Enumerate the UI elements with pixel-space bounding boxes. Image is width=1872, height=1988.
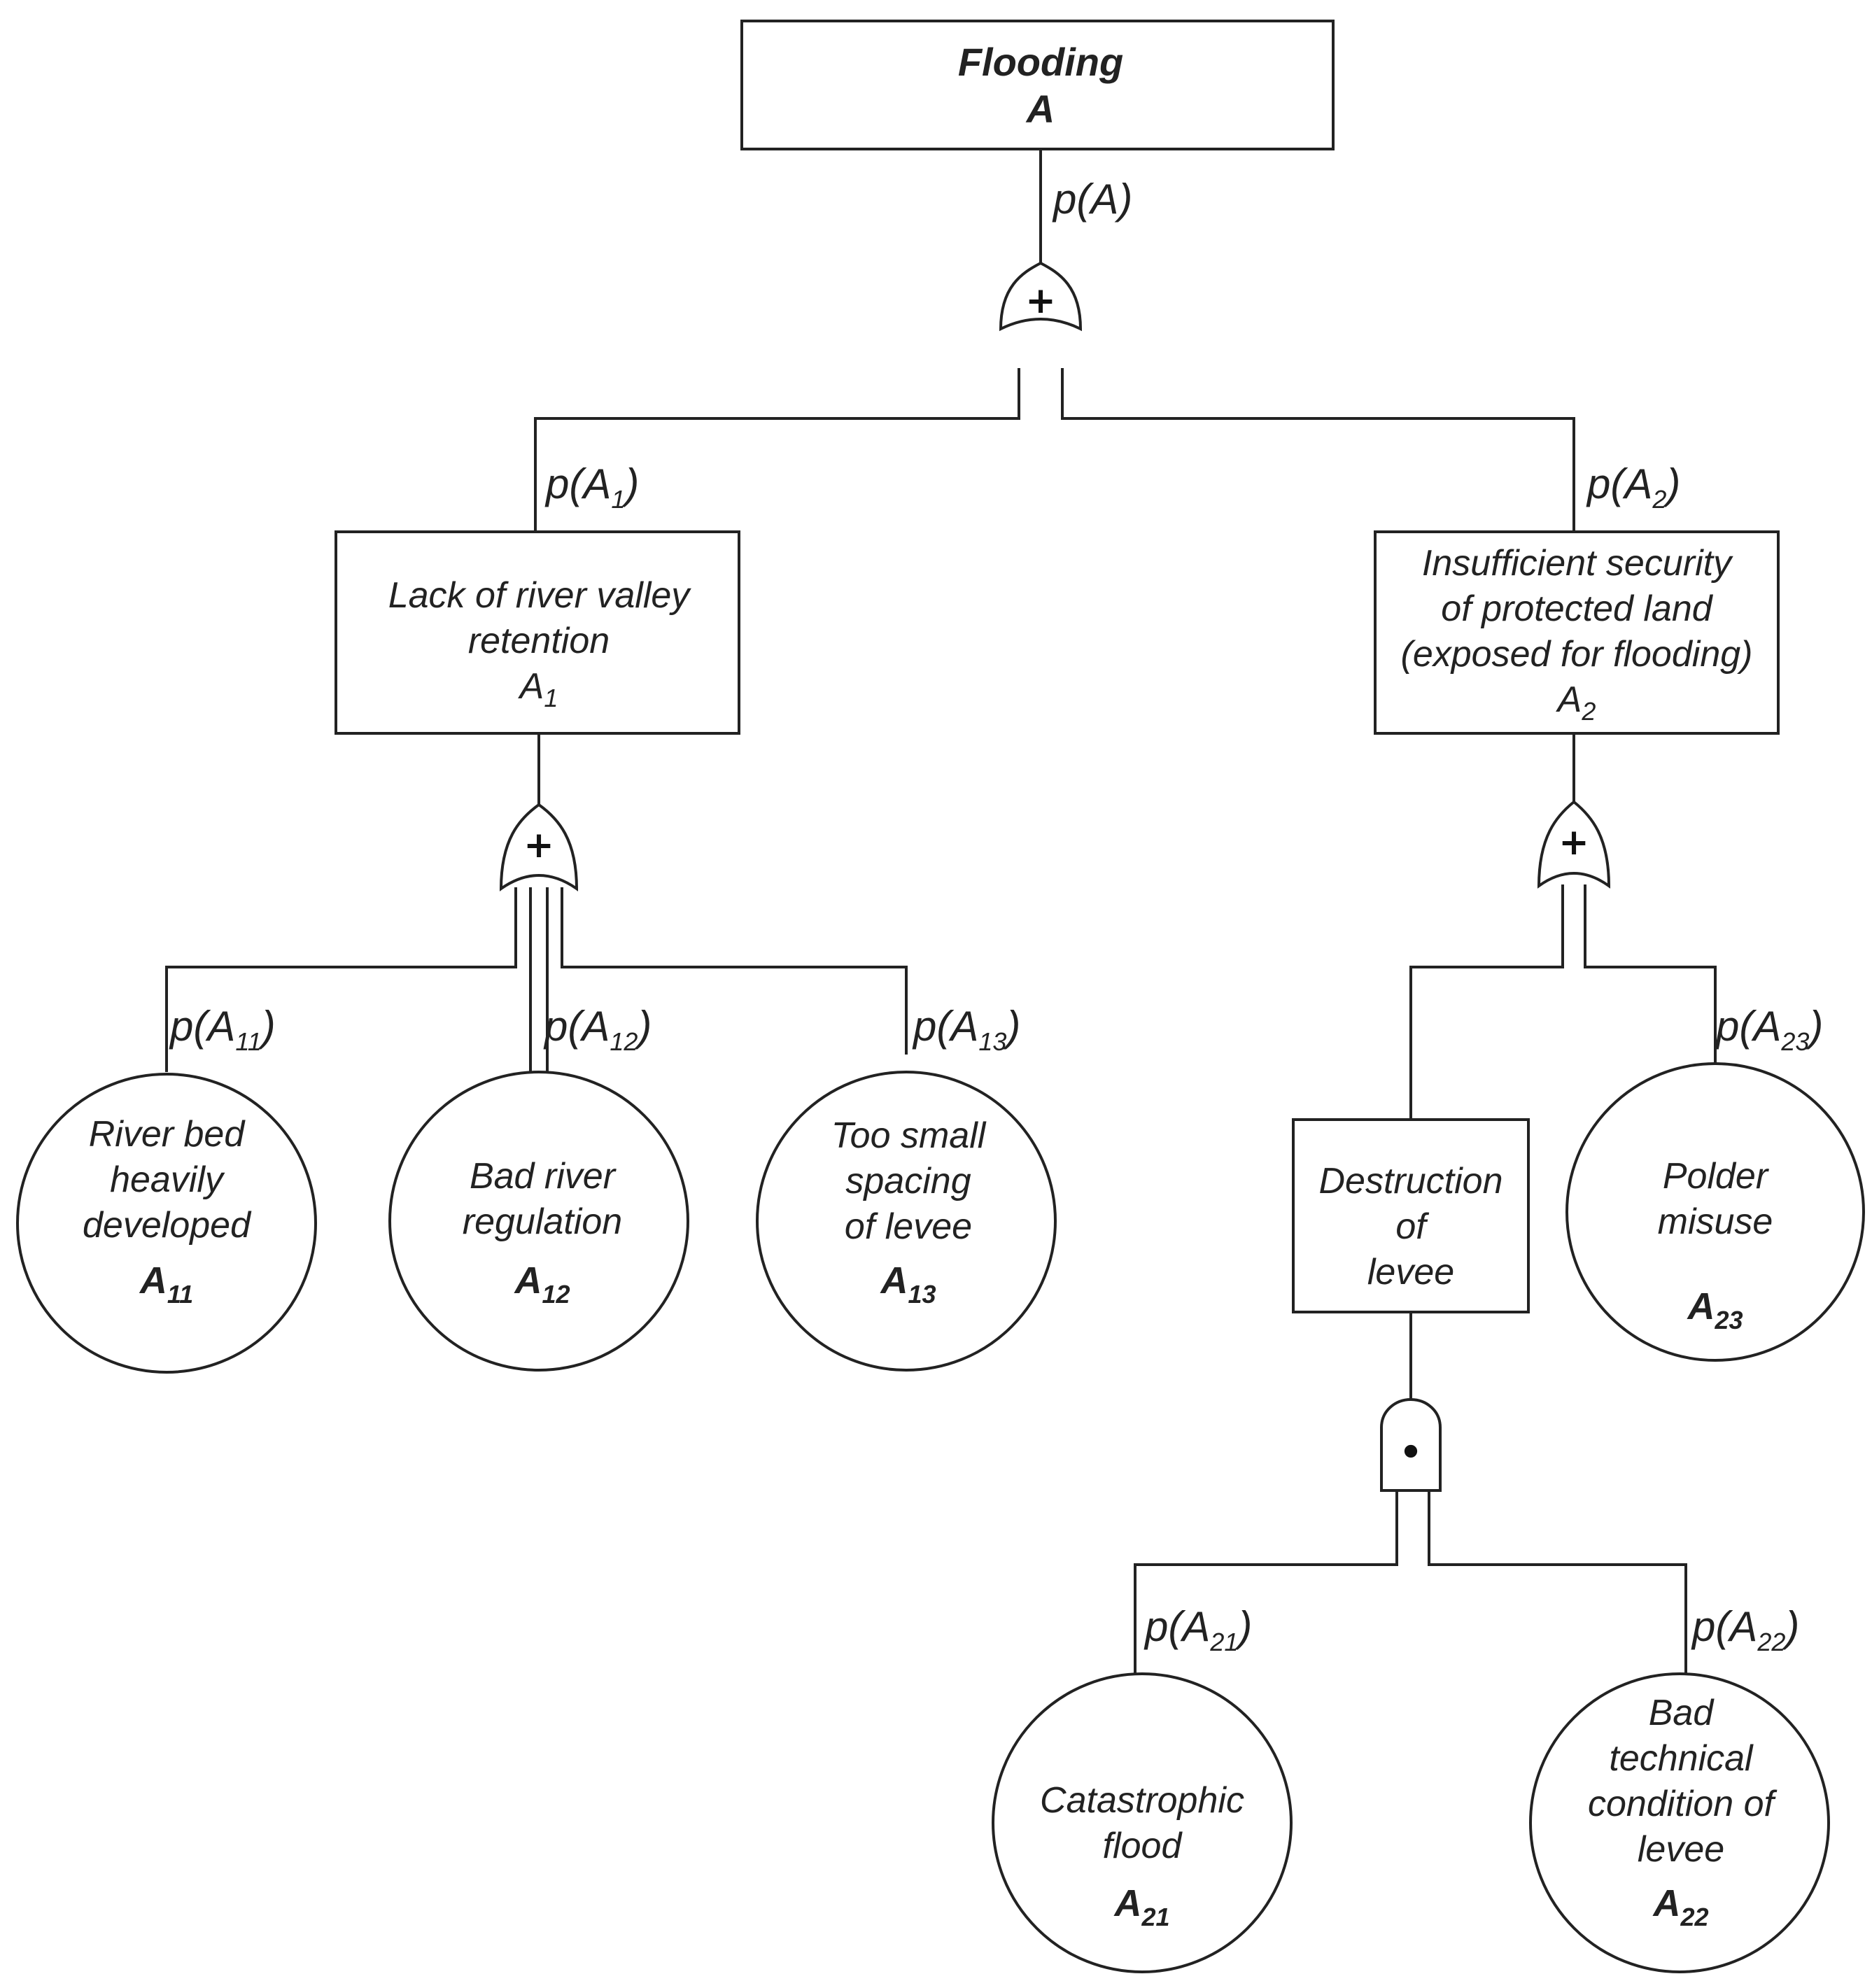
or-gate-a1: + (499, 803, 579, 891)
or-gate-a2: + (1537, 800, 1611, 889)
destruction-label-line-1: Destruction (1319, 1161, 1503, 1201)
top-event-code: A (1025, 87, 1055, 131)
event-a22-circle (1529, 1672, 1830, 1973)
prob-label-a11: p(A11) (169, 1003, 276, 1056)
event-a21-label-line-1: Catastrophic (1040, 1780, 1244, 1821)
event-a2-label-line-2: of protected land (1441, 588, 1713, 629)
event-a2-label-line-1: Insufficient security (1422, 543, 1733, 584)
or-gate-top: + (999, 261, 1083, 332)
event-a11-label-line-2: heavily (110, 1159, 225, 1200)
event-a12-label-line-1: Bad river (470, 1156, 617, 1197)
event-a21-circle (992, 1672, 1293, 1973)
event-a23-circle (1565, 1062, 1865, 1362)
event-a1-box (335, 530, 740, 735)
or-gate-a1-symbol: + (523, 824, 554, 866)
event-a13-code: A13 (879, 1260, 936, 1309)
event-a1: Lack of river valley retention A1 (335, 530, 740, 735)
destruction-box (1292, 1118, 1530, 1313)
top-event: Flooding A (740, 20, 1335, 150)
event-destruction-of-levee: Destruction of levee (1292, 1118, 1530, 1313)
event-a21: Catastrophic flood A21 (992, 1672, 1293, 1973)
event-a2-code: A2 (1556, 679, 1596, 726)
event-a22-label-line-4: levee (1638, 1829, 1724, 1870)
prob-label-a12: p(A12) (543, 1003, 652, 1056)
event-a22-code: A22 (1652, 1882, 1708, 1931)
destruction-label-line-2: of (1395, 1206, 1429, 1247)
prob-label-a22: p(A22) (1691, 1603, 1799, 1656)
event-a13-label-line-2: spacing (845, 1161, 971, 1201)
event-a1-label-line-1: Lack of river valley (388, 575, 692, 616)
event-a11-code: A11 (139, 1260, 193, 1309)
prob-label-a: p(A) (1052, 176, 1132, 223)
prob-label-a13: p(A13) (912, 1003, 1020, 1056)
event-a21-label-line-2: flood (1103, 1826, 1183, 1866)
event-a1-code: A1 (518, 666, 558, 712)
prob-label-a21: p(A21) (1143, 1603, 1252, 1656)
prob-label-a23: p(A23) (1715, 1003, 1823, 1056)
prob-label-a2: p(A2) (1586, 460, 1680, 514)
event-a22-label-line-2: technical (1609, 1738, 1754, 1779)
event-a23: Polder misuse A23 (1565, 1062, 1865, 1362)
destruction-label-line-3: levee (1367, 1252, 1454, 1292)
event-a11: River bed heavily developed A11 (16, 1073, 317, 1374)
event-a2-label-line-3: (exposed for flooding) (1401, 634, 1753, 675)
event-a12: Bad river regulation A12 (388, 1071, 689, 1372)
prob-label-a1: p(A1) (544, 460, 639, 514)
event-a23-code: A23 (1686, 1285, 1743, 1334)
event-a23-label-line-1: Polder (1663, 1156, 1770, 1197)
event-a13: Too small spacing of levee A13 (756, 1071, 1057, 1372)
event-a2-box (1374, 530, 1780, 735)
event-a21-code: A21 (1113, 1882, 1169, 1931)
event-a11-label-line-3: developed (83, 1205, 252, 1246)
or-gate-top-symbol: + (1025, 280, 1056, 322)
event-a1-label-line-2: retention (468, 621, 610, 661)
event-a23-label-line-2: misuse (1658, 1201, 1773, 1242)
event-a22-label-line-3: condition of (1588, 1784, 1778, 1824)
event-a13-label-line-1: Too small (831, 1115, 987, 1156)
event-a11-label-line-1: River bed (89, 1114, 246, 1155)
event-a22-label-line-1: Bad (1649, 1693, 1715, 1733)
event-a22: Bad technical condition of levee A22 (1529, 1672, 1830, 1973)
or-gate-a2-symbol: + (1558, 822, 1589, 863)
event-a2: Insufficient security of protected land … (1374, 530, 1780, 735)
event-a12-code: A12 (513, 1260, 570, 1309)
and-gate: • (1380, 1397, 1442, 1492)
event-a13-label-line-3: of levee (845, 1206, 972, 1247)
and-gate-symbol: • (1399, 1432, 1422, 1474)
top-event-box (740, 20, 1335, 150)
event-a12-circle (388, 1071, 689, 1372)
top-event-title: Flooding (958, 40, 1123, 84)
event-a11-circle (16, 1073, 317, 1374)
event-a12-label-line-2: regulation (463, 1201, 622, 1242)
connector-lines (165, 148, 1717, 1674)
event-a13-circle (756, 1071, 1057, 1372)
